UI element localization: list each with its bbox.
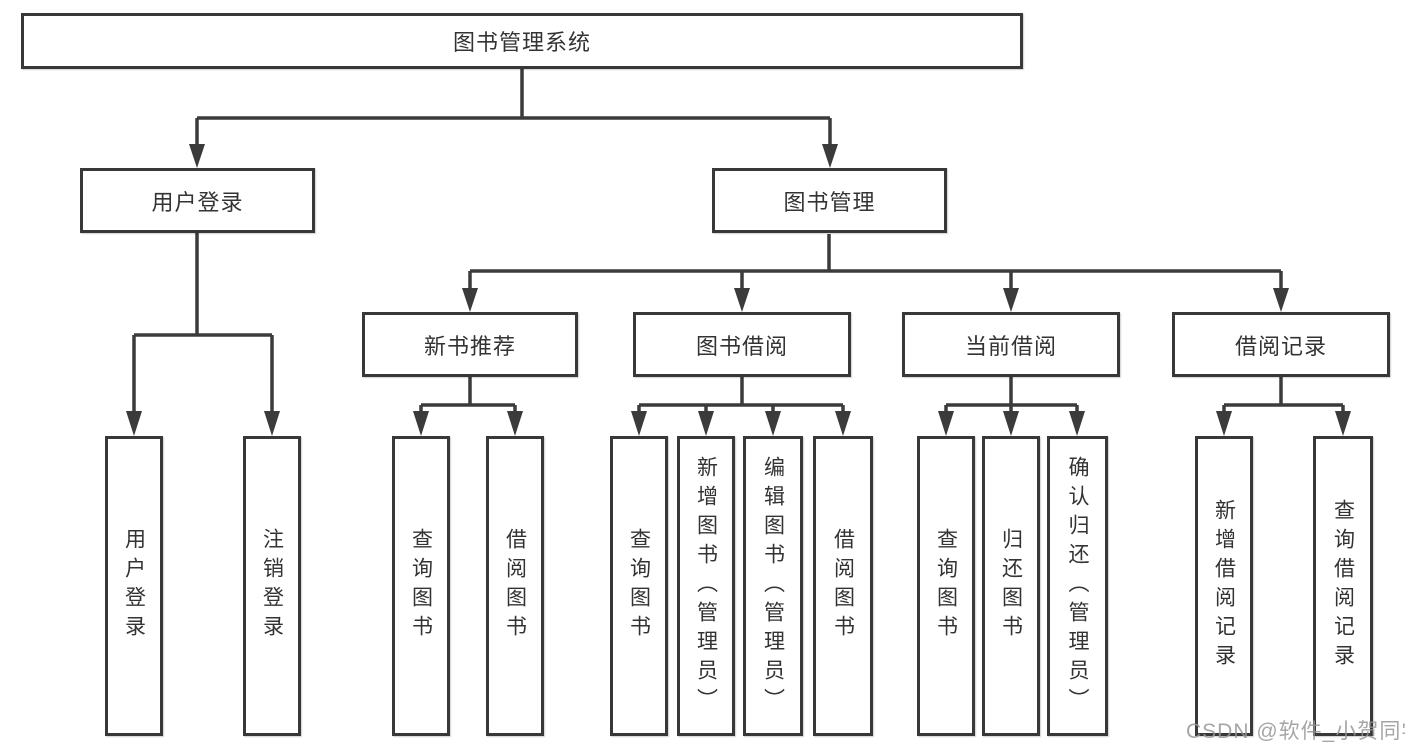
node-root-system: 图书管理系统: [21, 13, 1023, 69]
leaf-logout-login-label: 注销登录: [260, 528, 284, 644]
node-book-management-branch: 图书管理: [712, 168, 947, 233]
node-user-login-branch: 用户登录: [80, 168, 315, 233]
node-book-borrow: 图书借阅: [633, 312, 851, 377]
csdn-watermark: CSDN @软件_小贺同学: [1186, 720, 1405, 743]
leaf-query-books-current-label: 查询图书: [934, 528, 958, 644]
leaf-edit-books-admin-label: 编辑图书（管理员）: [761, 455, 785, 717]
leaf-borrow-books-borrow: 借阅图书: [813, 436, 873, 736]
node-current-borrow: 当前借阅: [902, 312, 1120, 377]
leaf-user-login: 用户登录: [105, 436, 163, 736]
node-current-borrow-label: 当前借阅: [964, 333, 1057, 359]
leaf-confirm-return-admin-label: 确认归还（管理员）: [1066, 455, 1089, 717]
leaf-edit-books-admin: 编辑图书（管理员）: [743, 436, 803, 736]
node-borrow-records-label: 借阅记录: [1234, 333, 1327, 359]
node-book-borrow-label: 图书借阅: [695, 333, 788, 359]
node-root-label: 图书管理系统: [452, 30, 591, 55]
leaf-add-books-admin-label: 新增图书（管理员）: [694, 455, 718, 717]
leaf-query-borrow-record-label: 查询借阅记录: [1331, 499, 1355, 673]
leaf-query-borrow-record: 查询借阅记录: [1313, 436, 1373, 736]
node-new-book-recommend: 新书推荐: [362, 312, 578, 377]
leaf-query-books-recommend-label: 查询图书: [409, 528, 433, 644]
leaf-return-books-label: 归还图书: [999, 528, 1023, 644]
leaf-borrow-books-recommend-label: 借阅图书: [503, 528, 527, 644]
leaf-return-books: 归还图书: [982, 436, 1040, 736]
leaf-logout-login: 注销登录: [243, 436, 301, 736]
leaf-borrow-books-recommend: 借阅图书: [486, 436, 544, 736]
leaf-add-books-admin: 新增图书（管理员）: [677, 436, 735, 736]
leaf-query-books-borrow: 查询图书: [610, 436, 668, 736]
leaf-query-books-current: 查询图书: [917, 436, 975, 736]
leaf-borrow-books-borrow-label: 借阅图书: [831, 528, 855, 644]
leaf-add-borrow-record: 新增借阅记录: [1195, 436, 1253, 736]
leaf-query-books-recommend: 查询图书: [392, 436, 450, 736]
leaf-add-borrow-record-label: 新增借阅记录: [1212, 499, 1236, 673]
leaf-confirm-return-admin: 确认归还（管理员）: [1047, 436, 1108, 736]
node-book-management-label: 图书管理: [783, 189, 876, 215]
leaf-query-books-borrow-label: 查询图书: [627, 528, 651, 644]
node-new-book-recommend-label: 新书推荐: [423, 333, 516, 359]
leaf-user-login-label: 用户登录: [122, 528, 146, 644]
node-user-login-label: 用户登录: [151, 189, 244, 215]
node-borrow-records: 借阅记录: [1172, 312, 1390, 377]
